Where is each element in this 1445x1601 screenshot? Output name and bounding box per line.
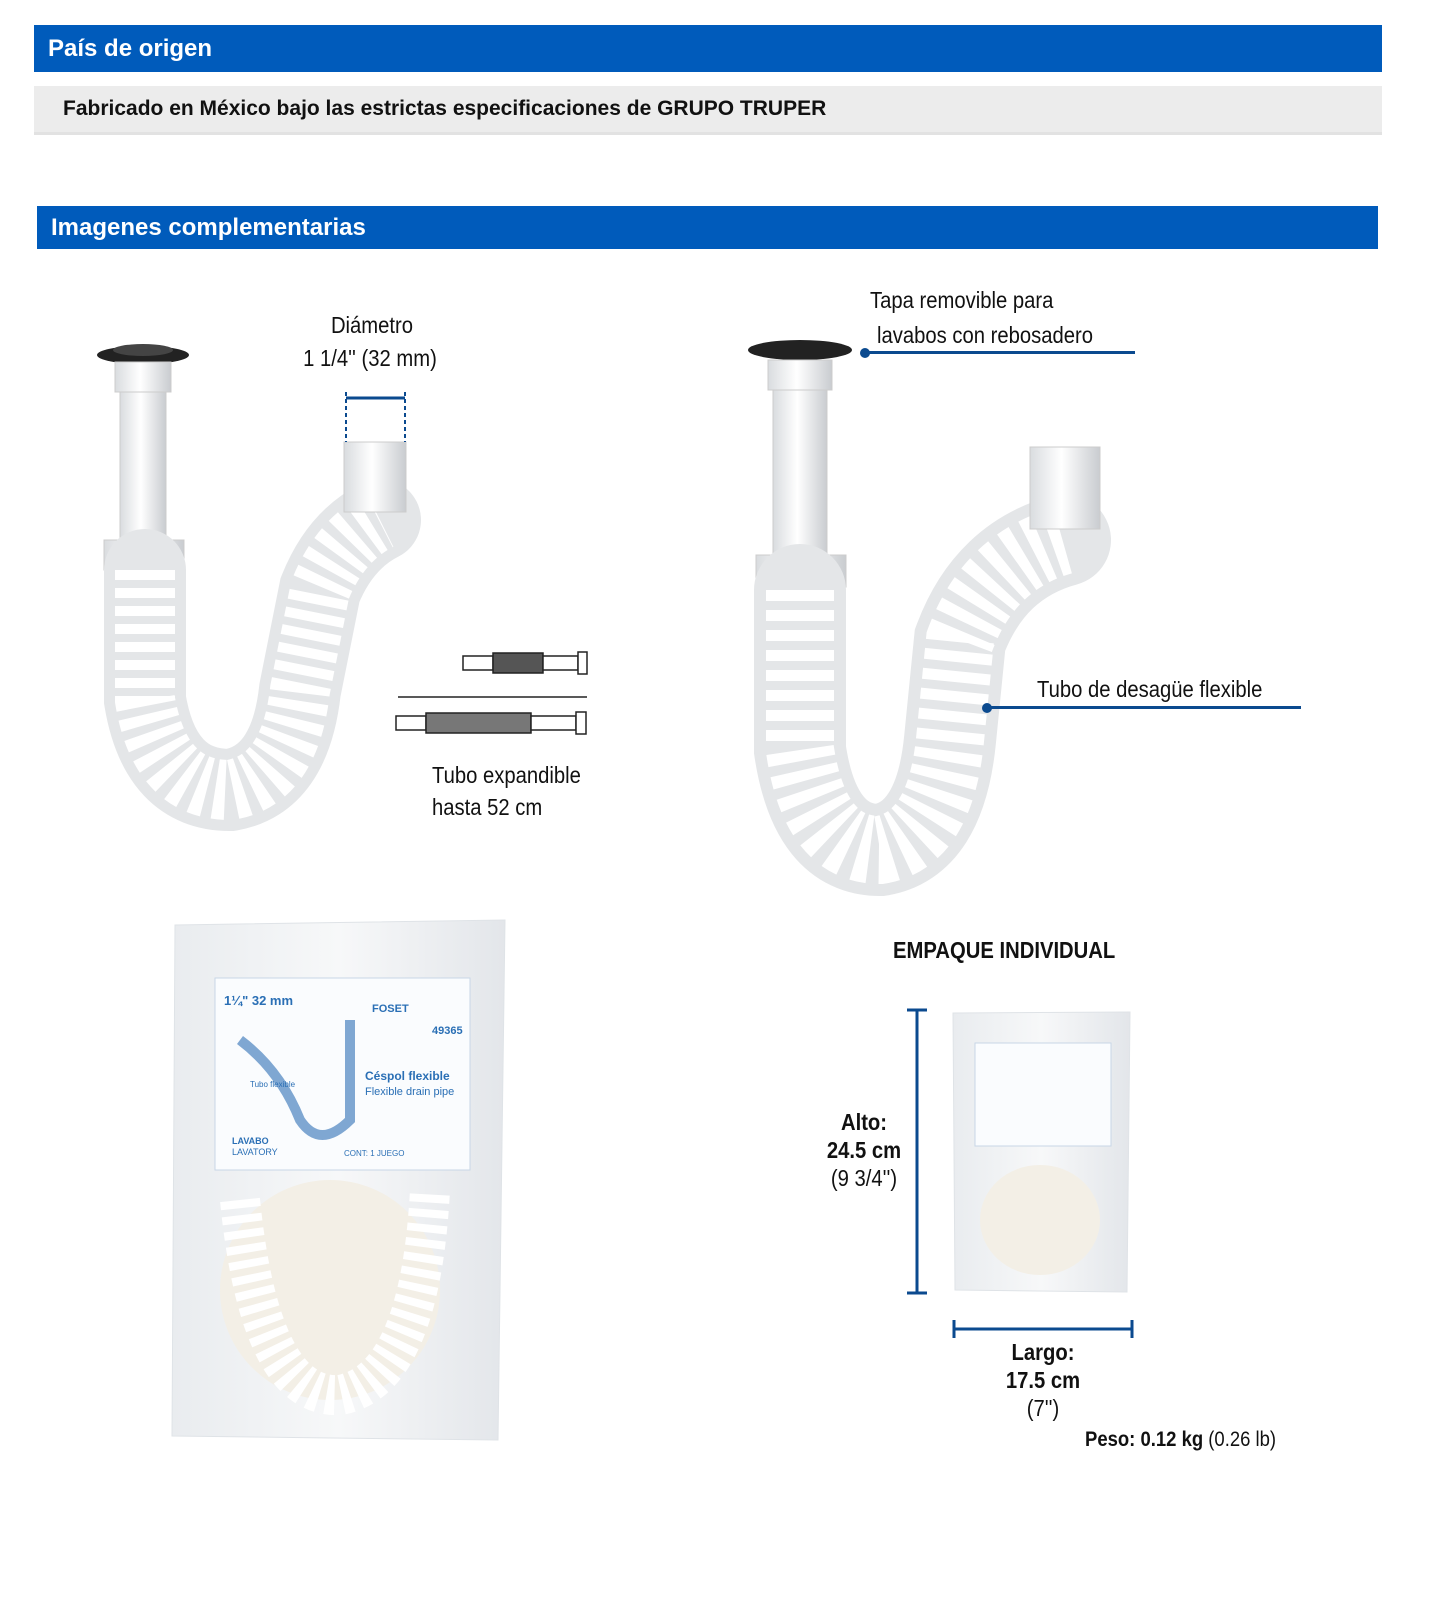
package-photo-small — [907, 1008, 1134, 1338]
expandable-line1: Tubo expandible — [432, 762, 581, 788]
diameter-value: 1 1/4'' (32 mm) — [303, 345, 437, 371]
cap-line2: lavabos con rebosadero — [877, 322, 1094, 348]
pkg-brand: FOSET — [372, 1003, 409, 1015]
drain-pointer-line — [987, 706, 1301, 709]
pkg-name-es: Céspol flexible — [365, 1069, 450, 1083]
pkg-use-en: LAVATORY — [232, 1147, 278, 1157]
cap-pointer-line — [865, 351, 1135, 354]
pkg-contents: CONT: 1 JUEGO — [344, 1149, 404, 1158]
weight: Peso: 0.12 kg (0.26 lb) — [1085, 1424, 1276, 1456]
drain-pipe-image-left — [97, 344, 421, 832]
pkg-use-es: LAVABO — [232, 1136, 269, 1146]
drain-label: Tubo de desagüe flexible — [1037, 676, 1263, 702]
cap-line1: Tapa removible para — [870, 287, 1054, 313]
length-in: (7'') — [1026, 1395, 1060, 1421]
images-header: Imagenes complementarias — [37, 206, 1378, 249]
weight-kg: 0.12 kg — [1140, 1428, 1204, 1451]
drain-pipe-image-right — [748, 340, 1111, 897]
expandable-line2: hasta 52 cm — [432, 794, 543, 820]
origin-header: País de origen — [34, 25, 1382, 72]
weight-lb: (0.26 lb) — [1208, 1428, 1277, 1451]
packaging-title: EMPAQUE INDIVIDUAL — [893, 937, 1116, 963]
origin-title: País de origen — [48, 34, 213, 62]
length-label: Largo: — [1011, 1339, 1075, 1365]
images-title: Imagenes complementarias — [51, 213, 366, 241]
length-cm: 17.5 cm — [1005, 1367, 1081, 1393]
pkg-name-en: Flexible drain pipe — [365, 1086, 454, 1098]
height-label: Alto: — [840, 1109, 888, 1135]
diameter-label: Diámetro — [330, 312, 414, 338]
weight-label: Peso: — [1085, 1428, 1136, 1451]
expandable-tube-diagram — [395, 651, 588, 735]
pkg-code: 49365 — [432, 1025, 463, 1037]
height-cm: 24.5 cm — [826, 1137, 902, 1163]
origin-text: Fabricado en México bajo las estrictas e… — [63, 97, 827, 120]
pkg-size: 1¼" 32 mm — [224, 993, 293, 1008]
origin-band: Fabricado en México bajo las estrictas e… — [34, 86, 1382, 135]
pkg-tube: Tubo flexible — [250, 1080, 296, 1089]
height-in: (9 3/4'') — [830, 1165, 898, 1191]
package-photo-large: 1¼" 32 mm FOSET 49365 Céspol flexible Fl… — [171, 919, 506, 1441]
